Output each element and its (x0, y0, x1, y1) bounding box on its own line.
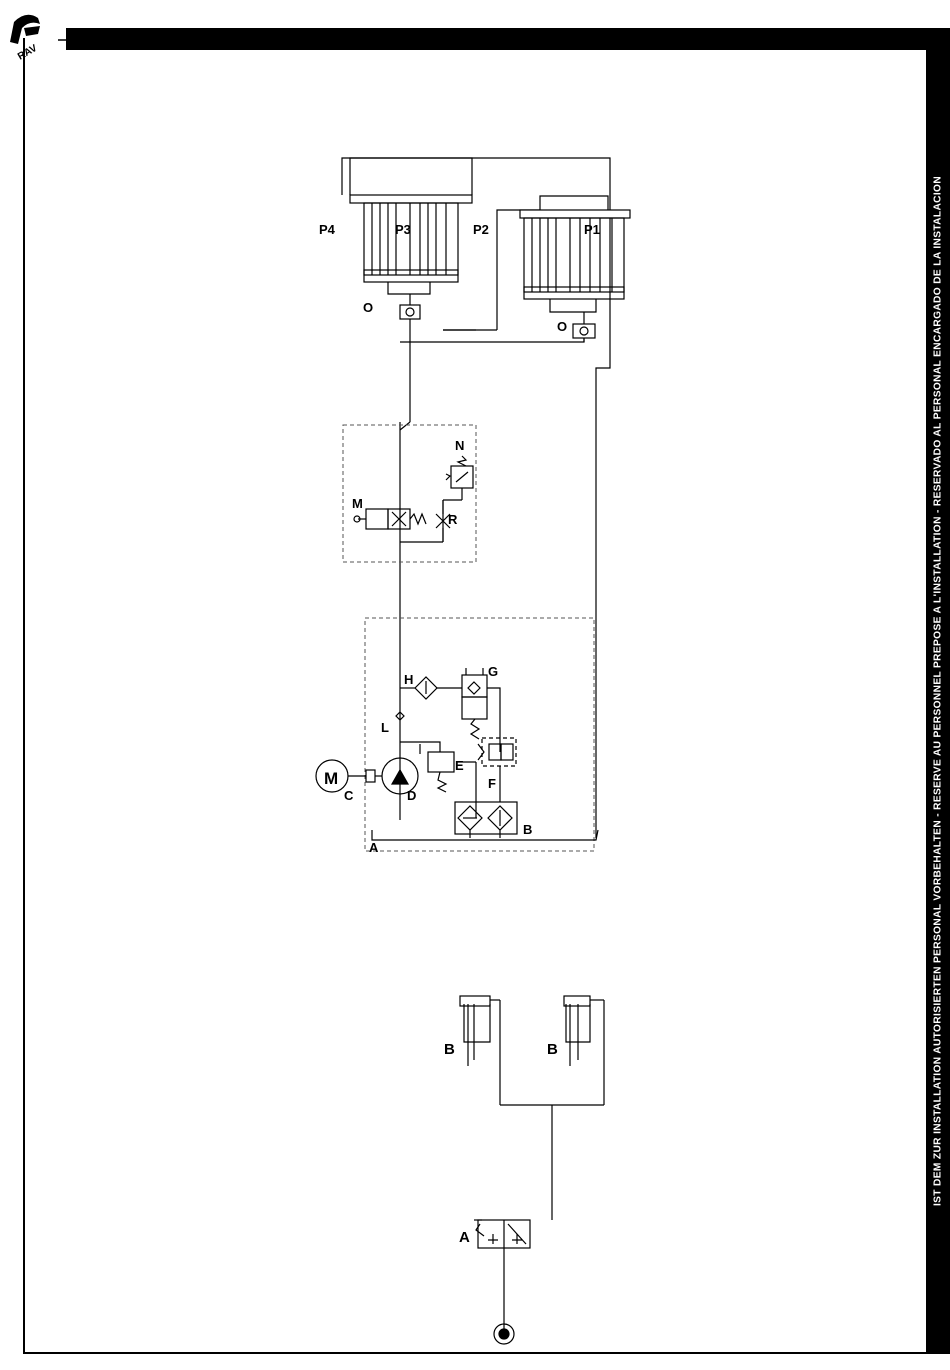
label-motor: M (324, 769, 338, 788)
label-e: E (455, 758, 464, 773)
label-p1: P1 (584, 222, 600, 237)
label-g: G (488, 664, 498, 679)
label-l: L (381, 720, 389, 735)
logo-text: RAV (16, 43, 39, 63)
lower-circuit (460, 996, 604, 1344)
label-p3: P3 (395, 222, 411, 237)
cylinder-group-p2-p1 (520, 196, 630, 338)
label-o-right: O (557, 319, 567, 334)
cylinder-group-p4-p3 (350, 158, 472, 319)
label-o-left: O (363, 300, 373, 315)
valve-block (354, 330, 476, 542)
header-bar (66, 28, 928, 50)
label-a-valve: A (459, 1229, 470, 1246)
power-unit (316, 668, 598, 840)
label-h: H (404, 672, 413, 687)
side-banner: IST DEM ZUR INSTALLATION AUTORISIERTEN P… (926, 28, 950, 1354)
label-f: F (488, 776, 496, 791)
label-c: C (344, 788, 354, 803)
label-p2: P2 (473, 222, 489, 237)
side-banner-text: IST DEM ZUR INSTALLATION AUTORISIERTEN P… (933, 176, 944, 1206)
label-b: B (523, 822, 532, 837)
pressure-lines (400, 319, 584, 820)
label-r: R (448, 512, 458, 527)
label-a: A (369, 840, 379, 855)
label-p4: P4 (319, 222, 336, 237)
label-b-left: B (444, 1041, 455, 1058)
label-n: N (455, 438, 464, 453)
label-b-right: B (547, 1041, 558, 1058)
label-d: D (407, 788, 416, 803)
label-m: M (352, 496, 363, 511)
